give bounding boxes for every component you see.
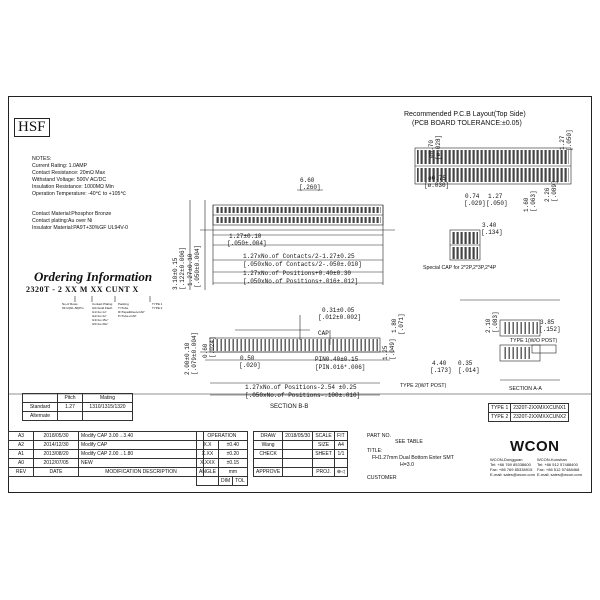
tolerance-table: OPERATION X.X±0.40 X.XX±0.20 X.XXX±0.15 … [196, 431, 248, 486]
dim-label: [.029] [464, 200, 486, 207]
dim-label: [.089] [551, 180, 558, 202]
dim-label: 1.27xNo.of Contacts/2-1.27±0.25 [243, 253, 355, 260]
dim-label: [.024] [209, 336, 216, 358]
ordering-title: Ordering Information [34, 269, 153, 284]
dim-label: ø0.75 [428, 175, 447, 182]
dim-label: 0.31±0.05 [322, 307, 355, 314]
dim-label: 3.10±0.15 [172, 257, 179, 290]
dim-label: 4.40 [432, 360, 447, 367]
dim-label: [.083] [492, 311, 499, 333]
pcb-layout-title: Recommended P.C.B Layout(Top Side) [404, 111, 526, 118]
hsf-badge: HSF [14, 118, 50, 137]
dim-label: [.050xNo.of Positions+.016±.012] [243, 278, 359, 285]
dim-label: 0.50 [240, 355, 255, 362]
dim-label: [.050] [566, 129, 573, 151]
dim-label: 2.00±0.10 [184, 342, 191, 375]
dim-label: [.049] [389, 338, 396, 360]
dim-label: [.050xNo.of Positions-.100±.010] [245, 392, 361, 399]
dim-label: [PIN.016*.006] [315, 364, 366, 371]
dim-label: PIN0.40±0.15 [315, 356, 359, 363]
notes-title: NOTES: [32, 156, 52, 162]
title-line2: H=3.0 [400, 462, 414, 468]
dim-label: 1.27±0.10 [187, 253, 194, 286]
dim-label: [.012±0.002] [318, 314, 362, 321]
note-line: Contact Resistance: 20mΩ Max [32, 170, 106, 176]
dim-label: [.050xNo.of Contacts/2-.050±.010] [243, 261, 362, 268]
type2-label: TYPE 2(W/T POST) [400, 383, 447, 389]
dim-label: [.050] [486, 200, 508, 207]
dim-label: ø0.70 [428, 139, 435, 158]
dim-label: 0.74 [465, 193, 480, 200]
dim-label: [.152] [539, 326, 561, 333]
dim-label: [.260] [299, 184, 321, 191]
wcon-logo: WCON [510, 438, 560, 455]
dim-label: [.071] [398, 313, 405, 335]
dim-label: 1.27xNo.of Positions-2.54 ±0.25 [245, 384, 357, 391]
dim-label: 0.60 [202, 343, 209, 358]
customer-label: CUSTOMER [367, 475, 397, 481]
note-line: Withstand Voltage: 500V AC/DC [32, 177, 107, 183]
dim-label: 3.40 [482, 222, 497, 229]
part-no-label: PART NO. [367, 433, 391, 439]
dim-label: [.063] [530, 190, 537, 212]
dim-label: 1.27±0.10 [229, 233, 262, 240]
dim-label: 1.60 [523, 197, 530, 212]
dim-label: [.014] [458, 367, 480, 374]
dim-label: 2.26 [544, 187, 551, 202]
dim-label: 3.85 [540, 319, 555, 326]
pcb-tolerance: (PCB BOARD TOLERANCE:±0.05) [412, 120, 522, 127]
dim-label: [.134] [481, 229, 503, 236]
dim-label: 1.27xNo.of Positions+0.40±0.30 [243, 270, 352, 277]
dim-label: 6.60 [300, 177, 315, 184]
drawing-sheet [8, 96, 592, 493]
dim-label: [.020] [239, 362, 261, 369]
dim-label: [.079±0.004] [191, 331, 198, 375]
section-label: SECTION A-A [509, 386, 542, 392]
title-line1: FH1.27mm Dual Bottom Enter SMT [372, 455, 454, 461]
type1-label: TYPE 1(W/O POST) [510, 338, 558, 344]
dim-label: 1.80 [391, 318, 398, 333]
note-line: Insulation Resistance: 1000MΩ Min [32, 184, 114, 190]
dim-label: [.050±0.004] [194, 244, 201, 288]
dim-label: 1.27 [488, 193, 503, 200]
dim-label: [ø.030] [424, 182, 450, 189]
part-number-template: 2320T - 2 XX M XX CUNT X [26, 285, 139, 294]
dim-label: 1.27 [559, 135, 566, 150]
material-line: Insulator Material:PA9T+30%GF UL94V-0 [32, 225, 129, 231]
dim-label: [ø.028] [435, 134, 442, 160]
dim-label: [.050±.004] [227, 240, 267, 247]
title-label: TITLE: [367, 448, 383, 454]
special-cap-note: Special CAP for 2*2P,2*3P,2*4P [423, 265, 497, 271]
see-table: SEE TABLE [395, 439, 423, 445]
dim-label: 0.35 [458, 360, 473, 367]
note-line: Operation Temperature: -40℃ to +105℃ [32, 191, 127, 197]
note-line: Current Rating: 1.0AMP [32, 163, 88, 169]
material-line: Contact plating:Au over Ni [32, 218, 93, 224]
section-label: SECTION B-B [270, 404, 309, 410]
dim-label: CAP [318, 330, 329, 337]
dim-label: 2.10 [485, 318, 492, 333]
dim-label: 1.25 [382, 345, 389, 360]
dim-label: [.173] [430, 367, 452, 374]
dim-label: [.122±0.006] [179, 246, 186, 290]
material-line: Contact Material:Phosphor Bronze [32, 211, 112, 217]
